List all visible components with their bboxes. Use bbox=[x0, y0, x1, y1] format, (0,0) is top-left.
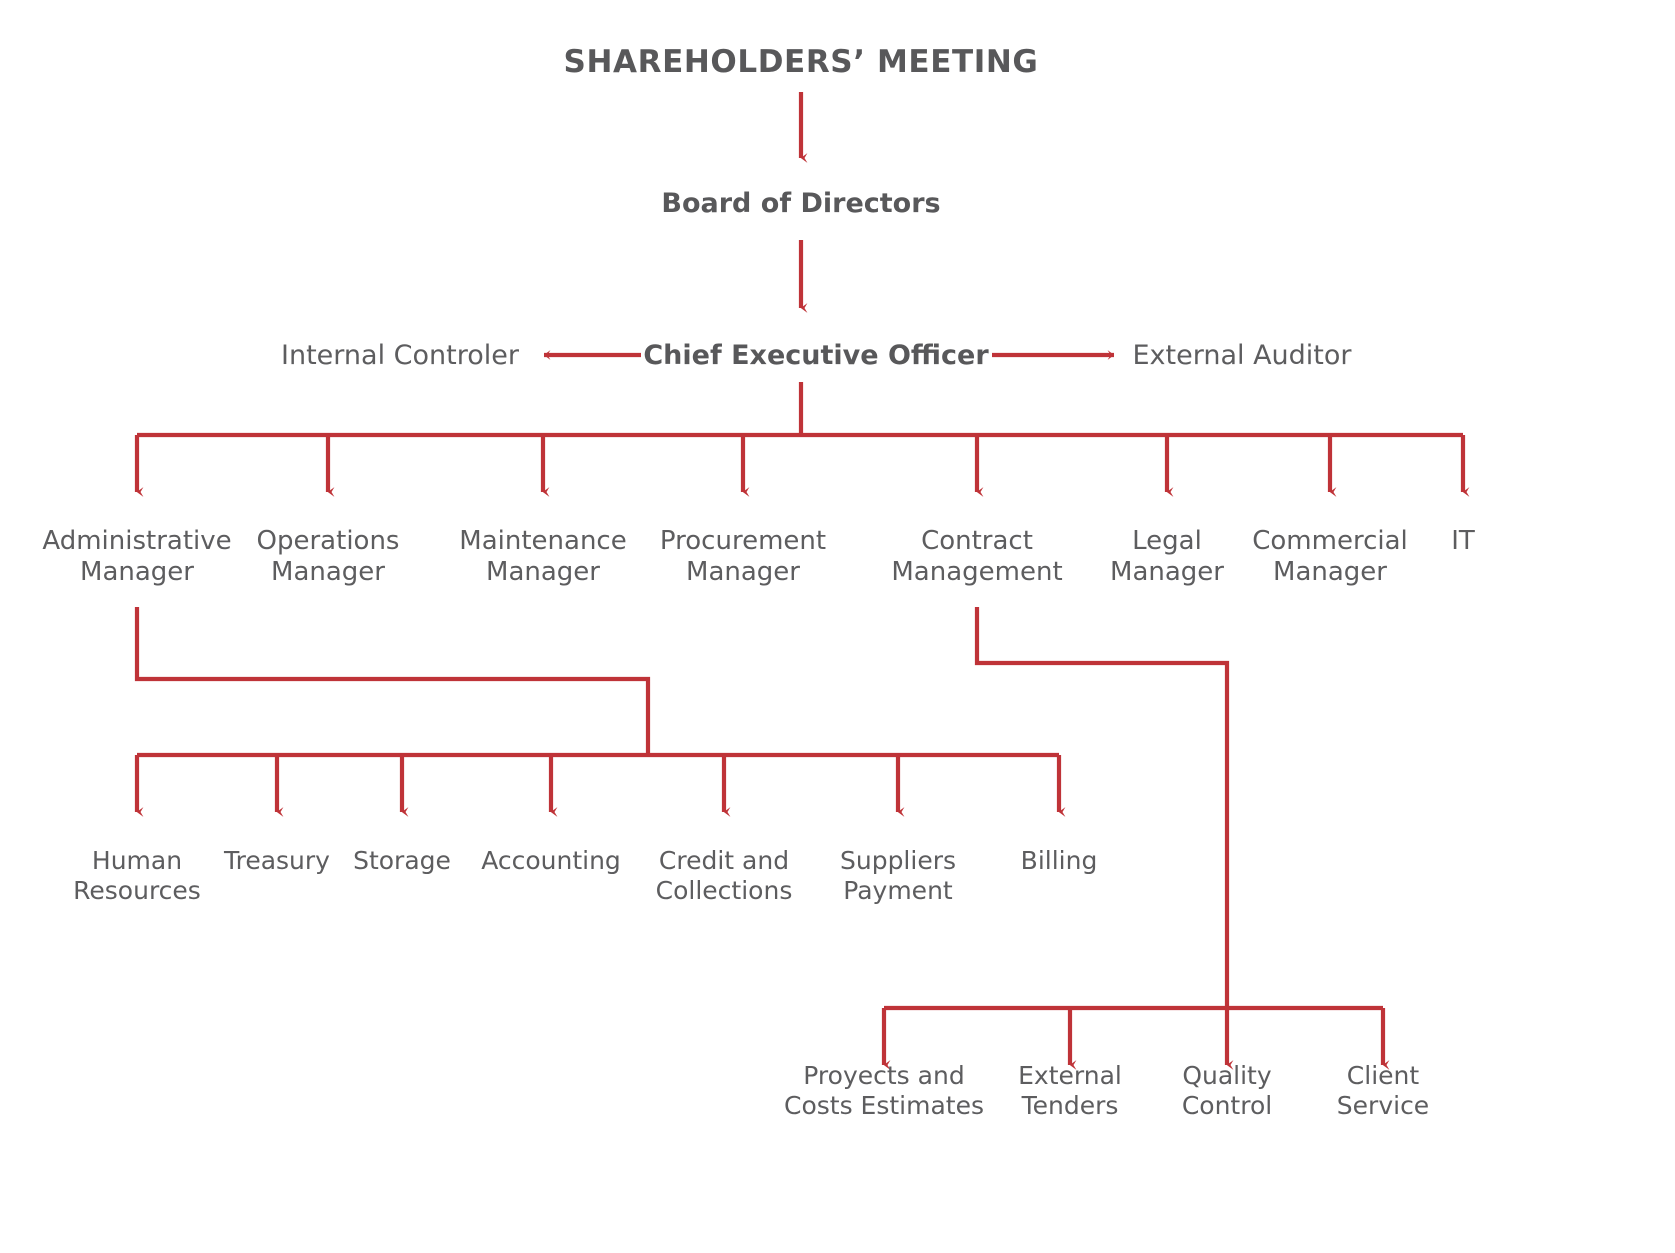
node-maintenance-manager[interactable]: Maintenance Manager bbox=[459, 526, 627, 587]
node-proyects-and-costs-estimates[interactable]: Proyects and Costs Estimates bbox=[784, 1061, 984, 1120]
node-legal-manager[interactable]: Legal Manager bbox=[1110, 526, 1224, 587]
node-client-service[interactable]: Client Service bbox=[1336, 1061, 1430, 1120]
node-it[interactable]: IT bbox=[1451, 526, 1475, 556]
node-commercial-manager[interactable]: Commercial Manager bbox=[1252, 526, 1408, 587]
link-administrative-elbow bbox=[134, 607, 651, 755]
node-administrative-manager[interactable]: Administrative Manager bbox=[42, 526, 232, 587]
link-contract-elbow bbox=[974, 607, 1230, 1008]
node-billing[interactable]: Billing bbox=[1020, 846, 1098, 875]
node-suppliers-payment[interactable]: Suppliers Payment bbox=[839, 846, 957, 905]
node-contract-management[interactable]: Contract Management bbox=[891, 526, 1063, 587]
node-human-resources[interactable]: Human Resources bbox=[73, 846, 201, 905]
node-internal-controler[interactable]: Internal Controler bbox=[281, 340, 519, 371]
node-storage[interactable]: Storage bbox=[353, 846, 451, 875]
node-credit-and-collections[interactable]: Credit and Collections bbox=[655, 846, 793, 905]
node-quality-control[interactable]: Quality Control bbox=[1181, 1061, 1273, 1120]
node-shareholders-meeting[interactable]: SHAREHOLDERS’ MEETING bbox=[563, 44, 1039, 80]
node-board-of-directors[interactable]: Board of Directors bbox=[661, 188, 941, 219]
node-treasury[interactable]: Treasury bbox=[224, 846, 330, 875]
node-procurement-manager[interactable]: Procurement Manager bbox=[659, 526, 827, 587]
node-external-auditor[interactable]: External Auditor bbox=[1132, 340, 1352, 371]
node-chief-executive-officer[interactable]: Chief Executive Officer bbox=[643, 340, 989, 371]
node-external-tenders[interactable]: External Tenders bbox=[1018, 1061, 1122, 1120]
node-operations-manager[interactable]: Operations Manager bbox=[256, 526, 400, 587]
node-accounting[interactable]: Accounting bbox=[481, 846, 621, 875]
